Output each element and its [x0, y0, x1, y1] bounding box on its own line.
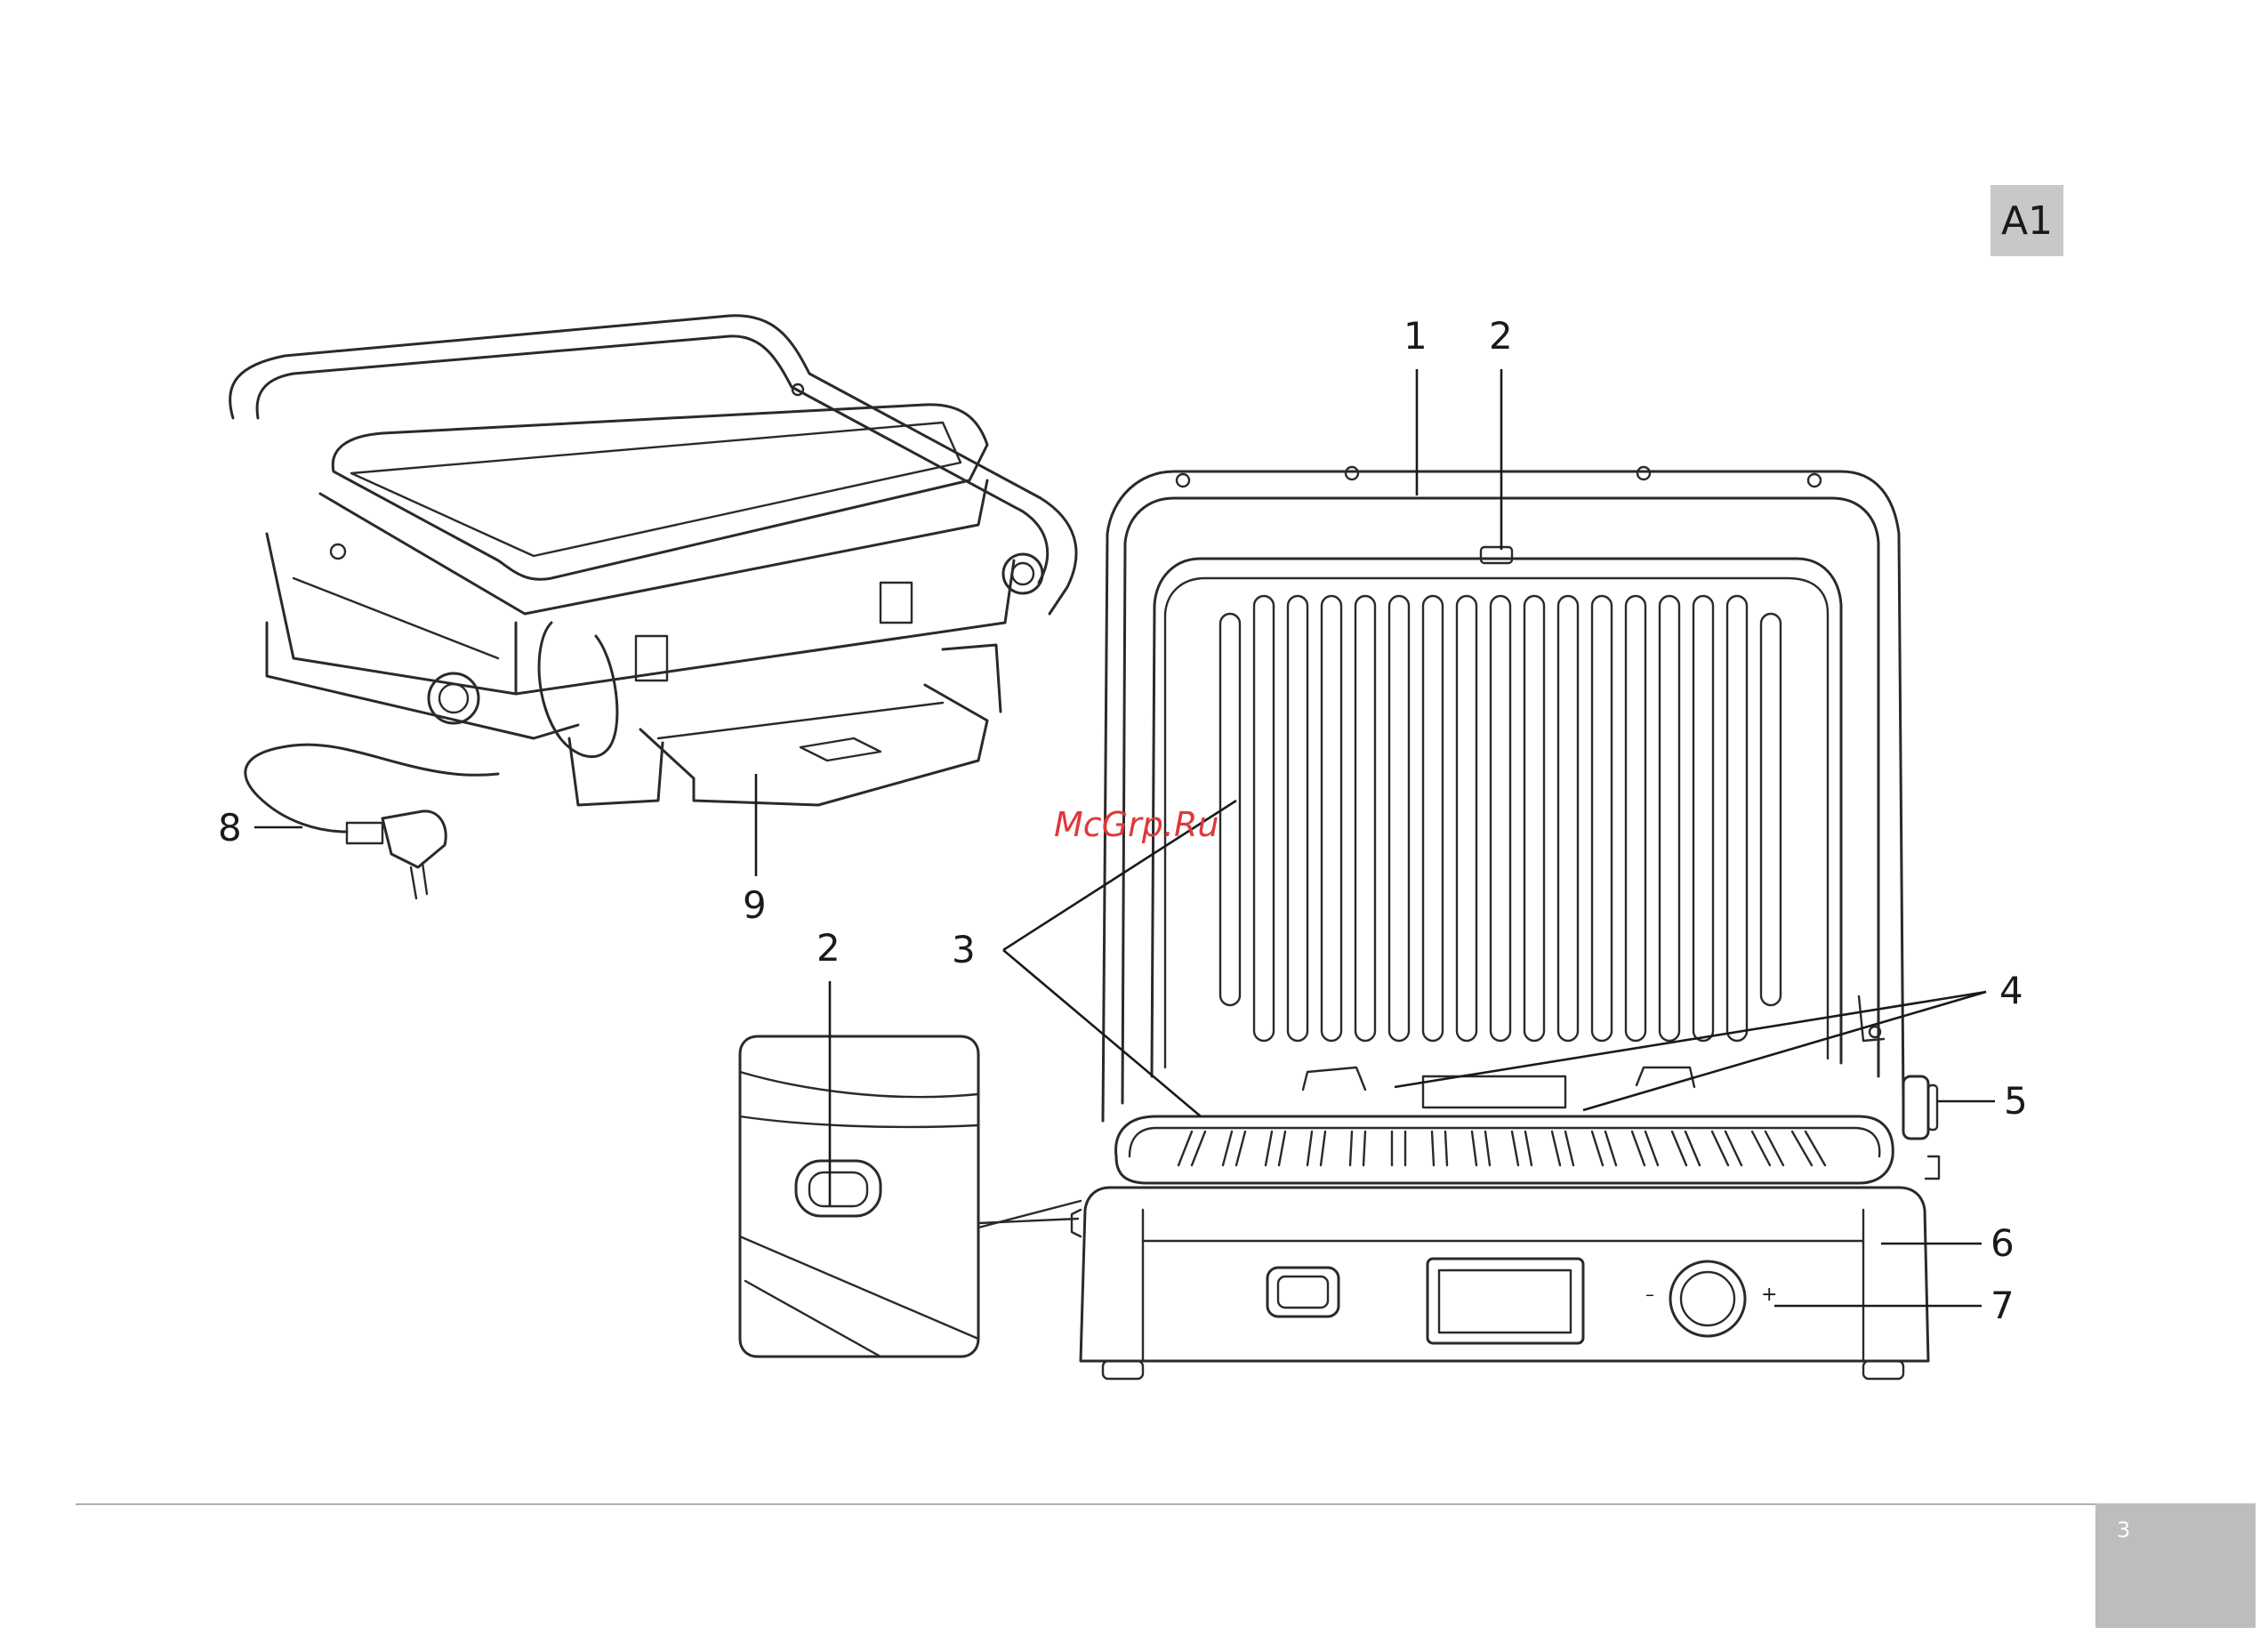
callout-5: 5	[2004, 1079, 2028, 1123]
callout-8: 8	[218, 806, 242, 850]
footer-rule	[76, 1503, 2095, 1505]
watermark: McGrp.Ru	[1054, 805, 1218, 844]
lower-plate-ribs	[1178, 1132, 1825, 1165]
dial-plus-mark: +	[1761, 1284, 1777, 1306]
callout-6: 6	[1991, 1221, 2015, 1265]
callout-2-inset: 2	[816, 926, 840, 970]
page-number: 3	[2095, 1503, 2256, 1628]
callout-9: 9	[743, 883, 767, 927]
callout-1: 1	[1403, 314, 1428, 358]
callout-4: 4	[1999, 969, 2023, 1012]
callout-3: 3	[952, 928, 976, 971]
dial-minus-mark: –	[1645, 1284, 1654, 1305]
open-grill-illustration	[1072, 467, 1939, 1379]
power-cord-plug	[245, 745, 498, 898]
callout-7: 7	[1991, 1284, 2015, 1327]
upper-plate-ribs	[1220, 596, 1781, 1041]
callout-2-top: 2	[1489, 314, 1513, 358]
closed-grill-illustration	[230, 316, 1076, 805]
inset-detail-latch	[740, 1036, 1081, 1357]
